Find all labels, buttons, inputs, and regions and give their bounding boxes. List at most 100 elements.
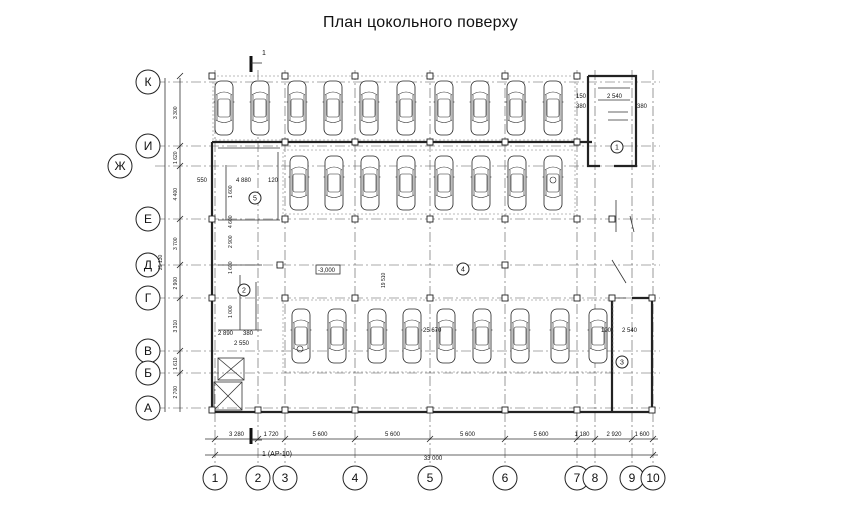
column [426,294,434,302]
parked-car [395,155,417,211]
column [573,138,581,146]
dim-19510: 19 510 [381,272,387,288]
column [281,138,289,146]
column [501,72,509,80]
parked-car [286,80,308,136]
column [351,138,359,146]
dim-550: 550 [197,178,208,184]
inner-vertical-dimension: 1 000 [228,305,234,318]
bottom-dimension: 2 920 [606,432,622,438]
axis-marker-1: 1 [202,465,228,491]
column [501,261,509,269]
dim-150: 150 [576,94,587,100]
axis-label: А [144,401,152,415]
parked-car [433,155,455,211]
parked-cars [213,80,609,364]
axis-marker-В: В [135,338,161,364]
parked-car [506,155,528,211]
parked-car [401,308,423,364]
column [351,406,359,414]
axis-label: И [144,139,153,153]
axis-label: Г [145,291,152,305]
column [501,215,509,223]
dim-25670: 25 670 [423,328,442,334]
column [351,215,359,223]
axis-marker-Е: Е [135,206,161,232]
column [608,215,616,223]
room-marker-2: 2 [237,283,251,297]
column [501,138,509,146]
axis-label: 9 [629,471,636,485]
accessible-parking-icon [296,176,557,353]
axis-marker-6: 6 [492,465,518,491]
inner-vertical-dimension: 1 600 [228,185,234,198]
overall-dimension: 33 000 [424,456,443,462]
axis-marker-9: 9 [619,465,645,491]
column [573,294,581,302]
left-dimension: 2 900 [173,277,179,290]
axis-label: Б [144,366,152,380]
axis-marker-Ж: Ж [107,153,133,179]
column [573,406,581,414]
axis-label: 4 [352,471,359,485]
left-dimension: 4 400 [173,188,179,201]
bottom-dimension: 1 600 [634,432,650,438]
bottom-dimension: 5 600 [312,432,328,438]
room-number-3: 3 [620,360,624,367]
column [281,406,289,414]
axis-marker-2: 2 [245,465,271,491]
section-cut-marker [249,56,262,444]
room-number-5: 5 [253,196,257,203]
room-marker-3: 3 [615,355,629,369]
bottom-dimension: 1 720 [263,432,279,438]
room-marker-1: 1 [610,140,624,154]
column [426,215,434,223]
parked-car [326,308,348,364]
parking-stall-outlines [212,75,614,373]
dim-2550: 2 550 [234,341,250,347]
dim-380-right: 380 [637,104,648,110]
room-marker-4: 4 [456,262,470,276]
level-mark: -3,000 [318,268,336,274]
column [281,294,289,302]
left-dimension-chain [164,78,181,412]
room-number-4: 4 [461,267,465,274]
page-title: План цокольного поверху [323,14,518,31]
axis-label: Е [144,212,152,226]
column [573,215,581,223]
structural-columns [208,72,656,414]
column [208,294,216,302]
column [281,72,289,80]
left-dimension: 1 620 [173,151,179,164]
parked-car [587,308,609,364]
dim-380-top: 380 [576,104,587,110]
column [648,406,656,414]
dim-2540-top: 2 540 [607,94,623,100]
overall-left-dimension: 25 130 [158,254,164,270]
section-mark-bottom: 1 (АР-10) [262,451,292,458]
parked-car [323,155,345,211]
bottom-dimension: 3 280 [229,432,245,438]
axis-label: Ж [114,159,125,173]
parked-car [213,80,235,136]
column [608,294,616,302]
left-dimension: 2 700 [173,386,179,399]
inner-vertical-dimension: 4 600 [228,215,234,228]
column [208,72,216,80]
axis-marker-Б: Б [135,360,161,386]
axis-label: 1 [212,471,219,485]
bottom-dimension: 1 180 [574,432,590,438]
left-dimension: 1 610 [173,357,179,370]
column [351,72,359,80]
axis-label: В [144,344,152,358]
axis-label: 5 [427,471,434,485]
axis-label: 8 [592,471,599,485]
column [501,294,509,302]
column [254,406,262,414]
left-dimension: 3 300 [173,106,179,119]
axis-label: К [145,75,152,89]
axis-marker-К: К [135,69,161,95]
parked-car [470,155,492,211]
section-mark-top: 1 [262,50,266,57]
